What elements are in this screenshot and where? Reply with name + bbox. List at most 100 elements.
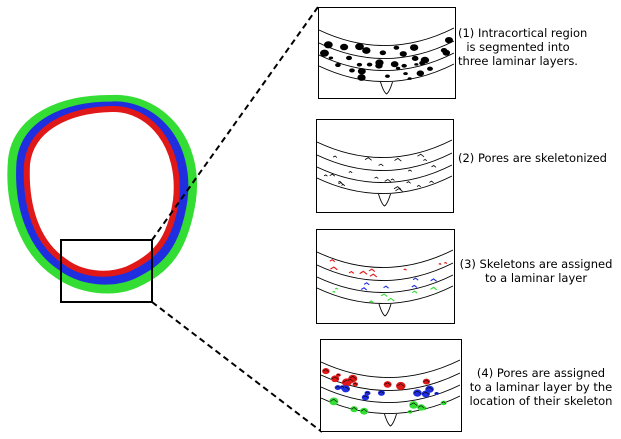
pore-mark (414, 63, 419, 66)
layer-boundary-line (320, 384, 461, 403)
layer-boundary-line (316, 262, 454, 281)
boundary-notch (378, 193, 391, 207)
assigned-skeleton-mark (438, 262, 442, 266)
assigned-pore-mark (383, 381, 392, 388)
skeleton-mark (336, 373, 341, 376)
caption-line: three laminar layers. (458, 54, 578, 68)
skeleton-mark (393, 186, 402, 190)
caption-line: location of their skeleton (469, 394, 613, 408)
assigned-pore-mark (346, 377, 354, 384)
pore-mark (340, 43, 349, 51)
pore-mark (407, 77, 412, 80)
assigned-pore-mark (352, 382, 359, 387)
skeleton-mark (396, 383, 405, 387)
pore-mark (335, 63, 341, 68)
assigned-pore-mark (422, 378, 431, 385)
skeleton-mark (332, 155, 338, 158)
caption-line: (1) Intracortical region (458, 26, 588, 40)
pore-mark (390, 61, 399, 68)
pore-mark (444, 36, 453, 44)
assigned-pore-mark (417, 404, 426, 411)
assigned-pore-mark (329, 397, 339, 406)
step-3-panel (316, 229, 455, 324)
pore-mark (323, 41, 333, 49)
skeleton-mark (360, 408, 368, 413)
pore-mark (384, 74, 390, 78)
skeleton-mark (422, 391, 430, 395)
skeleton-mark (348, 171, 353, 174)
assigned-skeleton-mark (412, 277, 419, 281)
layer-boundary-line (316, 285, 454, 304)
skeleton-mark (341, 183, 346, 187)
assigned-skeleton-mark (430, 278, 437, 282)
assigned-pore-mark (407, 410, 413, 414)
caption-line: (2) Pores are skeletonized (458, 151, 607, 165)
caption-line: is segmented into (466, 40, 570, 54)
zoom-connector-bottom (151, 301, 323, 433)
pore-mark (442, 49, 451, 56)
skeleton-mark (331, 376, 339, 380)
assigned-skeleton-mark (387, 297, 395, 302)
ring-outer-layer (7, 94, 198, 294)
skeleton-mark (417, 153, 425, 158)
assigned-skeleton-mark (368, 300, 374, 304)
pore-mark (356, 62, 363, 67)
pore-mark (409, 44, 419, 51)
step-1-caption: (1) Intracortical region is segmented in… (458, 26, 588, 68)
layer-boundary-line (320, 359, 461, 378)
skeleton-mark (353, 382, 358, 385)
zoom-connector-top (151, 6, 319, 241)
assigned-pore-mark (361, 394, 370, 401)
pore-mark (416, 70, 425, 77)
assigned-skeleton-mark (411, 290, 418, 294)
zoom-region-box (60, 239, 153, 303)
skeleton-mark (338, 182, 344, 185)
boundary-notch (380, 81, 393, 95)
step-1-image (318, 27, 455, 95)
pore-mark (395, 66, 401, 70)
pore-mark (399, 51, 407, 57)
assigned-pore-mark (336, 373, 341, 377)
skeleton-mark (423, 379, 430, 383)
layer-boundary-line (318, 40, 455, 59)
pore-mark (375, 62, 383, 69)
assigned-pore-mark (377, 390, 385, 396)
pore-mark (328, 56, 334, 60)
assigned-pore-mark (413, 389, 422, 397)
pore-mark (357, 74, 366, 81)
skeleton-mark (407, 169, 413, 172)
layer-boundary-line (316, 152, 453, 171)
assigned-skeleton-mark (383, 285, 389, 289)
assigned-skeleton-mark (330, 266, 338, 271)
step-4-image (320, 359, 461, 427)
layer-boundary-line (316, 164, 453, 183)
skeleton-mark (384, 179, 392, 183)
ring-inner-layer (23, 105, 180, 277)
caption-line: (3) Skeletons are assigned (459, 257, 613, 271)
assigned-pore-mark (440, 400, 447, 406)
assigned-pore-mark (331, 375, 340, 383)
step-2-image (316, 139, 453, 207)
pore-mark (403, 72, 408, 76)
skeleton-mark (417, 405, 425, 409)
layer-boundary-line (318, 63, 455, 82)
assigned-skeleton-mark (369, 273, 378, 278)
skeleton-mark (378, 163, 384, 167)
skeleton-mark (431, 165, 437, 168)
skeleton-mark (322, 369, 329, 372)
pore-mark (320, 49, 329, 57)
assigned-pore-mark (359, 407, 369, 415)
pore-mark (393, 45, 400, 50)
assigned-pore-mark (425, 385, 434, 393)
assigned-skeleton-mark (411, 284, 418, 288)
layer-boundary-line (316, 139, 453, 158)
pore-mark (401, 63, 407, 68)
layer-boundary-line (316, 274, 454, 293)
skeleton-mark (435, 392, 439, 394)
assigned-skeleton-mark (380, 293, 388, 297)
skeleton-mark (330, 398, 338, 403)
assigned-skeleton-mark (430, 286, 438, 291)
skeleton-mark (410, 402, 418, 406)
